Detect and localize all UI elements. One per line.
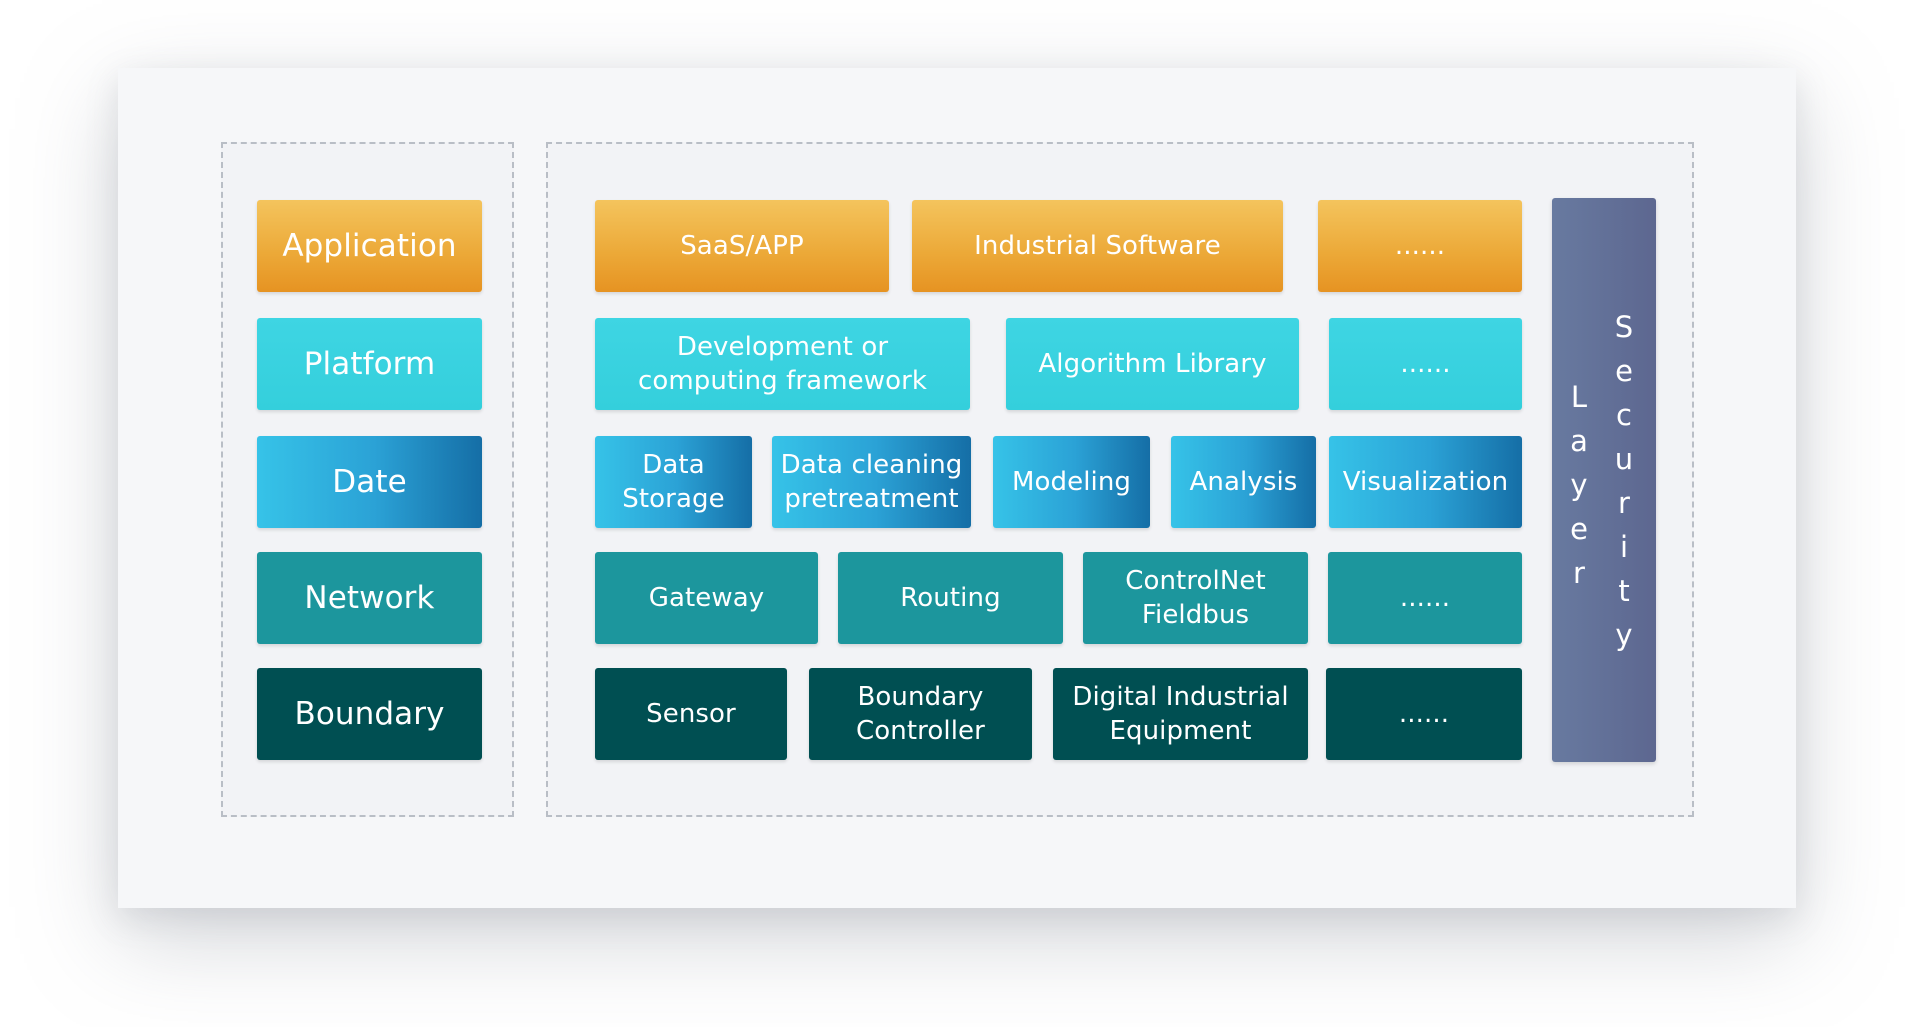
security-letter-e: e bbox=[1615, 354, 1633, 388]
boundary-more-label: ...... bbox=[1398, 698, 1450, 729]
security-layer-word-layer: L a y e r bbox=[1567, 375, 1591, 595]
visualization-label: Visualization bbox=[1342, 466, 1509, 497]
security-layer-letter-a: a bbox=[1570, 424, 1588, 458]
security-layer-word-security: S e c u r i t y bbox=[1612, 305, 1636, 657]
data-cleaning-box: Data cleaning pretreatment bbox=[772, 436, 971, 528]
security-letter-i: i bbox=[1619, 530, 1629, 564]
platform-more-box: ...... bbox=[1329, 318, 1522, 410]
network-layer-box: Network bbox=[257, 552, 482, 644]
security-layer-letter-y: y bbox=[1570, 468, 1588, 502]
industrial-software-box: Industrial Software bbox=[912, 200, 1283, 292]
modeling-box: Modeling bbox=[993, 436, 1150, 528]
application-more-label: ...... bbox=[1394, 230, 1446, 261]
security-letter-y: y bbox=[1615, 618, 1633, 652]
security-layer-bar bbox=[1552, 198, 1656, 762]
routing-box: Routing bbox=[838, 552, 1063, 644]
sensor-label: Sensor bbox=[646, 698, 736, 729]
security-letter-c: c bbox=[1616, 398, 1632, 432]
data-storage-box: Data Storage bbox=[595, 436, 752, 528]
security-layer-letter-l: L bbox=[1570, 380, 1588, 414]
algorithm-library-box: Algorithm Library bbox=[1006, 318, 1299, 410]
platform-layer-box: Platform bbox=[257, 318, 482, 410]
saas-app-box: SaaS/APP bbox=[595, 200, 889, 292]
boundary-controller-box: Boundary Controller bbox=[809, 668, 1032, 760]
security-letter-r: r bbox=[1618, 486, 1630, 520]
security-letter-s: S bbox=[1614, 310, 1634, 344]
analysis-label: Analysis bbox=[1189, 466, 1298, 497]
saas-app-label: SaaS/APP bbox=[680, 230, 804, 261]
controlnet-fieldbus-label: ControlNet Fieldbus bbox=[1125, 565, 1266, 630]
gateway-label: Gateway bbox=[648, 582, 765, 613]
digital-industrial-equipment-box: Digital Industrial Equipment bbox=[1053, 668, 1308, 760]
algorithm-library-label: Algorithm Library bbox=[1038, 348, 1267, 379]
boundary-more-box: ...... bbox=[1326, 668, 1522, 760]
boundary-layer-box: Boundary bbox=[257, 668, 482, 760]
boundary-controller-label: Boundary Controller bbox=[856, 681, 985, 746]
development-framework-label: Development or computing framework bbox=[637, 331, 928, 396]
platform-layer-label: Platform bbox=[303, 345, 436, 382]
security-layer-letter-r: r bbox=[1573, 556, 1585, 590]
routing-label: Routing bbox=[900, 582, 1001, 613]
application-layer-box: Application bbox=[257, 200, 482, 292]
modeling-label: Modeling bbox=[1011, 466, 1132, 497]
application-more-box: ...... bbox=[1318, 200, 1522, 292]
network-layer-label: Network bbox=[304, 579, 435, 616]
controlnet-fieldbus-box: ControlNet Fieldbus bbox=[1083, 552, 1308, 644]
platform-more-label: ...... bbox=[1400, 348, 1451, 379]
security-letter-u: u bbox=[1614, 442, 1634, 476]
network-more-box: ...... bbox=[1328, 552, 1522, 644]
security-letter-t: t bbox=[1618, 574, 1630, 608]
data-layer-box: Date bbox=[257, 436, 482, 528]
development-framework-box: Development or computing framework bbox=[595, 318, 970, 410]
network-more-label: ...... bbox=[1399, 582, 1451, 613]
data-layer-label: Date bbox=[332, 463, 407, 500]
digital-industrial-equipment-label: Digital Industrial Equipment bbox=[1072, 681, 1289, 746]
data-cleaning-label: Data cleaning pretreatment bbox=[780, 449, 963, 514]
gateway-box: Gateway bbox=[595, 552, 818, 644]
boundary-layer-label: Boundary bbox=[294, 695, 445, 732]
security-layer-letter-e: e bbox=[1570, 512, 1588, 546]
industrial-software-label: Industrial Software bbox=[974, 230, 1221, 261]
data-storage-label: Data Storage bbox=[622, 449, 725, 514]
visualization-box: Visualization bbox=[1329, 436, 1522, 528]
application-layer-label: Application bbox=[282, 227, 457, 264]
sensor-box: Sensor bbox=[595, 668, 787, 760]
analysis-box: Analysis bbox=[1171, 436, 1316, 528]
